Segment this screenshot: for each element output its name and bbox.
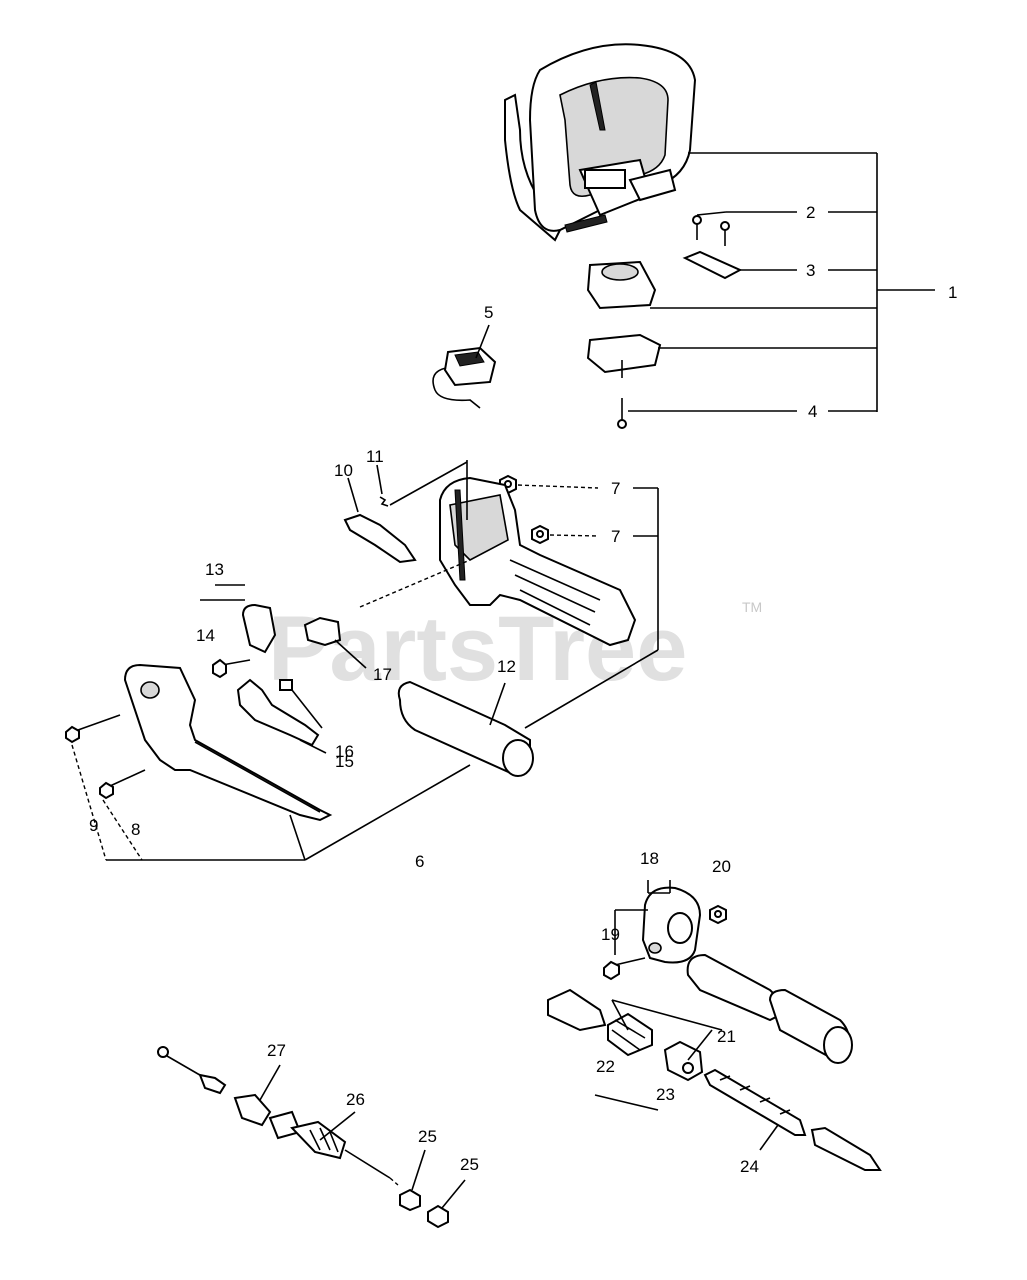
callout-24: 24 <box>740 1157 759 1176</box>
lever-part-15[interactable] <box>236 678 327 754</box>
callout-20: 20 <box>712 857 731 876</box>
nut-part-23[interactable] <box>663 1029 713 1082</box>
callout-25-right: 25 <box>460 1155 479 1174</box>
nut-part-25-right[interactable] <box>427 1179 466 1229</box>
bolt-part-9[interactable] <box>65 714 121 744</box>
callout-17: 17 <box>373 665 392 684</box>
callout-4: 4 <box>808 402 817 421</box>
dash-line-17 <box>359 559 471 608</box>
clamp-block-upper[interactable] <box>586 260 657 310</box>
callout-14: 14 <box>196 626 215 645</box>
callout-16: 16 <box>335 742 354 761</box>
callout-6: 6 <box>415 852 424 871</box>
screw-part-2[interactable] <box>692 215 730 246</box>
callout-19: 19 <box>601 925 620 944</box>
cable-sheath-part-26[interactable] <box>268 1110 399 1186</box>
callout-9: 9 <box>89 816 98 835</box>
cable-part-27[interactable] <box>157 1046 281 1127</box>
coupler-part-22[interactable] <box>547 988 723 1057</box>
callout-27: 27 <box>267 1041 286 1060</box>
throttle-trigger-part-13[interactable] <box>200 584 277 654</box>
callout-5: 5 <box>484 303 493 322</box>
callout-21: 21 <box>717 1027 736 1046</box>
leader-lines-group-7 <box>517 484 659 650</box>
clamp-block-lower[interactable] <box>586 333 662 378</box>
leader-lines-group-1 <box>628 152 935 412</box>
clamp-part-18[interactable] <box>615 880 702 964</box>
part-17[interactable] <box>303 616 367 669</box>
switch-part-5[interactable] <box>432 324 497 409</box>
leader-line-22-23 <box>594 1094 659 1111</box>
callout-23: 23 <box>656 1085 675 1104</box>
shaft-tube-part-21[interactable] <box>686 953 853 1064</box>
watermark-tm: TM <box>742 599 762 615</box>
callout-12: 12 <box>497 657 516 676</box>
callout-25-left: 25 <box>418 1127 437 1146</box>
callout-13: 13 <box>205 560 224 579</box>
callout-22: 22 <box>596 1057 615 1076</box>
screw-part-14[interactable] <box>212 658 251 679</box>
screw-part-4[interactable] <box>617 398 627 429</box>
loop-handle-part[interactable] <box>504 43 697 242</box>
callout-7-upper: 7 <box>611 479 620 498</box>
callout-2: 2 <box>806 203 815 222</box>
nut-part-7-lower[interactable] <box>531 524 549 545</box>
callout-8: 8 <box>131 820 140 839</box>
callout-10: 10 <box>334 461 353 480</box>
wire-clip-part-10[interactable] <box>343 477 417 564</box>
callout-1: 1 <box>948 283 957 302</box>
callout-11: 11 <box>366 447 384 466</box>
callout-3: 3 <box>806 261 815 280</box>
drive-shaft-part-24[interactable] <box>703 1068 882 1171</box>
leader-lines-group-6 <box>71 649 659 861</box>
handle-housing-right[interactable] <box>439 476 637 647</box>
bolt-part-8[interactable] <box>99 769 146 800</box>
callout-18: 18 <box>640 849 659 868</box>
spring-part-11[interactable] <box>376 461 468 507</box>
bolt-part-19[interactable] <box>603 910 646 981</box>
pin-part-16[interactable] <box>279 679 323 729</box>
callout-7-lower: 7 <box>611 527 620 546</box>
plate-part-3[interactable] <box>682 250 743 280</box>
nut-part-20[interactable] <box>709 904 727 925</box>
nut-part-25-left[interactable] <box>399 1149 426 1212</box>
callout-26: 26 <box>346 1090 365 1109</box>
grip-tube-part-12[interactable] <box>397 680 534 777</box>
handle-housing-left[interactable] <box>123 663 333 822</box>
callout-15: 15 <box>335 752 354 771</box>
